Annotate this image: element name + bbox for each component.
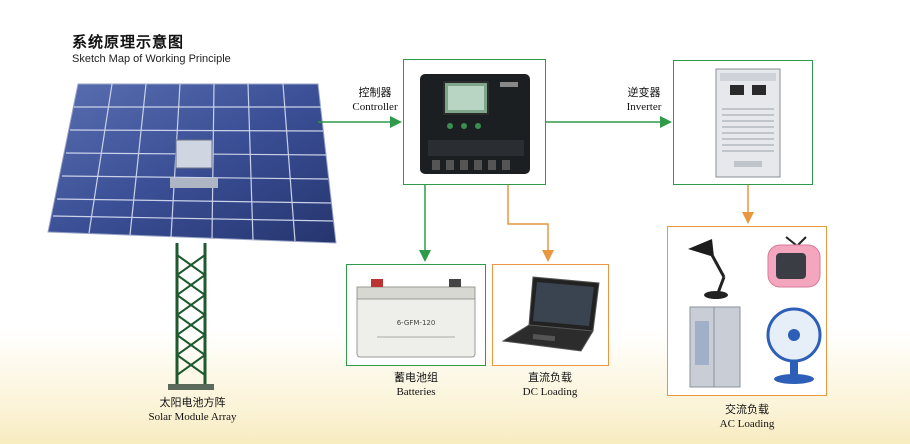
batteries-label-en: Batteries xyxy=(396,386,436,398)
solar-array-label: 太阳电池方阵 Solar Module Array xyxy=(140,396,245,424)
battery-model-text: 6-GFM-120 xyxy=(397,319,436,327)
controller-device-icon xyxy=(420,74,530,174)
inverter-box xyxy=(673,60,813,185)
batteries-label: 蓄电池组 Batteries xyxy=(366,371,466,399)
controller-label: 控制器 Controller xyxy=(340,86,410,114)
dc-loading-label-cn: 直流负载 xyxy=(528,371,572,384)
inverter-label-cn: 逆变器 xyxy=(627,86,661,99)
tower-base xyxy=(168,384,214,390)
solar-array-label-en: Solar Module Array xyxy=(148,411,237,423)
diagram-title-cn: 系统原理示意图 xyxy=(72,33,185,51)
dc-loading-label: 直流负载 DC Loading xyxy=(500,371,600,399)
ac-appliances-illustration xyxy=(688,236,822,388)
solar-panel-grid xyxy=(47,83,337,244)
dc-loading-label-en: DC Loading xyxy=(522,386,578,398)
ac-loading-label: 交流负载 AC Loading xyxy=(697,403,797,431)
electric-fan-icon xyxy=(766,307,822,384)
ac-loading-label-en: AC Loading xyxy=(719,418,775,430)
solar-tower xyxy=(175,243,207,386)
batteries-label-cn: 蓄电池组 xyxy=(394,371,438,384)
inverter-label: 逆变器 Inverter xyxy=(611,86,677,114)
controller-box xyxy=(403,59,546,185)
desk-lamp-icon xyxy=(688,239,728,299)
arrow-controller-to-dc-loading xyxy=(507,185,554,262)
tv-icon xyxy=(767,236,821,288)
controller-label-cn: 控制器 xyxy=(358,86,392,99)
laptop-icon xyxy=(501,276,600,352)
ac-loading-label-cn: 交流负载 xyxy=(725,403,769,416)
refrigerator-icon xyxy=(689,306,741,388)
battery-device-icon: 6-GFM-120 xyxy=(356,279,476,358)
ac-loading-box xyxy=(667,226,827,396)
diagram-title-en: Sketch Map of Working Principle xyxy=(72,53,231,65)
batteries-box: 6-GFM-120 xyxy=(346,264,486,366)
solar-array-label-cn: 太阳电池方阵 xyxy=(159,396,226,409)
inverter-label-en: Inverter xyxy=(626,101,662,113)
dc-loading-box xyxy=(492,264,609,366)
controller-label-en: Controller xyxy=(352,101,398,113)
inverter-device-icon xyxy=(715,68,781,178)
